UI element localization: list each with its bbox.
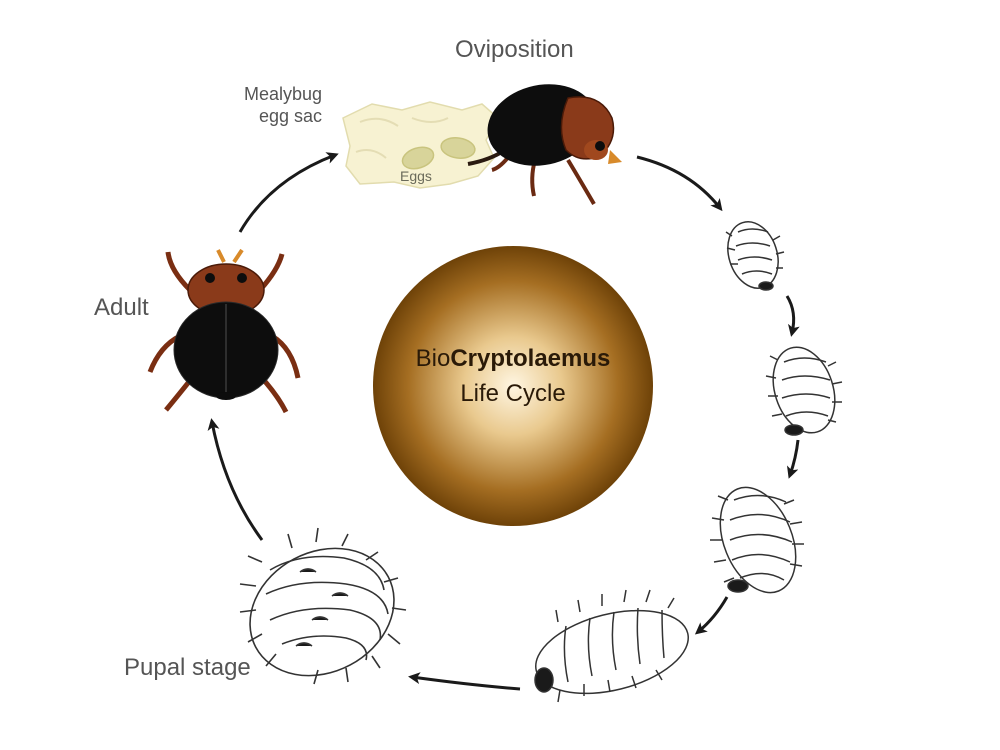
arrow-oviposition-to-larva — [636, 155, 723, 212]
stage-label-adult: Adult — [94, 294, 149, 321]
egg-1 — [401, 146, 435, 170]
arrow-larva1-to-larva2 — [785, 295, 800, 337]
egg-sac-label-line1: Mealybug — [244, 84, 323, 104]
center-title-bold: Cryptolaemus — [450, 345, 611, 372]
arrow-adult-to-oviposition — [238, 152, 339, 233]
arrow-pupa-to-adult — [207, 418, 264, 541]
larva-stage-3-illustration — [710, 486, 804, 594]
pupa-illustration — [239, 527, 407, 685]
center-title: BioCryptolaemus Life Cycle — [368, 342, 658, 412]
arrow-larva2-to-larva3 — [787, 439, 800, 479]
larva-stage-1-illustration — [725, 221, 785, 291]
egg-2 — [440, 137, 476, 159]
oviposition-beetle-illustration — [467, 84, 622, 206]
cycle-arrows — [207, 152, 800, 691]
stage-label-egg-sac: Mealybug egg sac — [244, 84, 322, 127]
center-title-prefix: Bio — [415, 345, 451, 372]
arrow-larva3-to-larva4 — [694, 596, 729, 635]
stage-label-pupal: Pupal stage — [124, 654, 251, 681]
stage-label-oviposition: Oviposition — [455, 36, 574, 63]
larva-stage-2-illustration — [765, 346, 843, 436]
arrow-larva4-to-pupa — [408, 672, 521, 691]
larva-stage-4-illustration — [534, 589, 689, 703]
center-sphere — [373, 246, 653, 526]
egg-sac-label-line2: egg sac — [259, 105, 323, 126]
egg-sac-illustration — [342, 101, 499, 189]
center-title-line1: BioCryptolaemus — [368, 342, 658, 377]
stage-label-eggs: Eggs — [400, 168, 432, 184]
center-title-line2: Life Cycle — [460, 379, 566, 407]
adult-beetle-illustration — [147, 248, 301, 414]
